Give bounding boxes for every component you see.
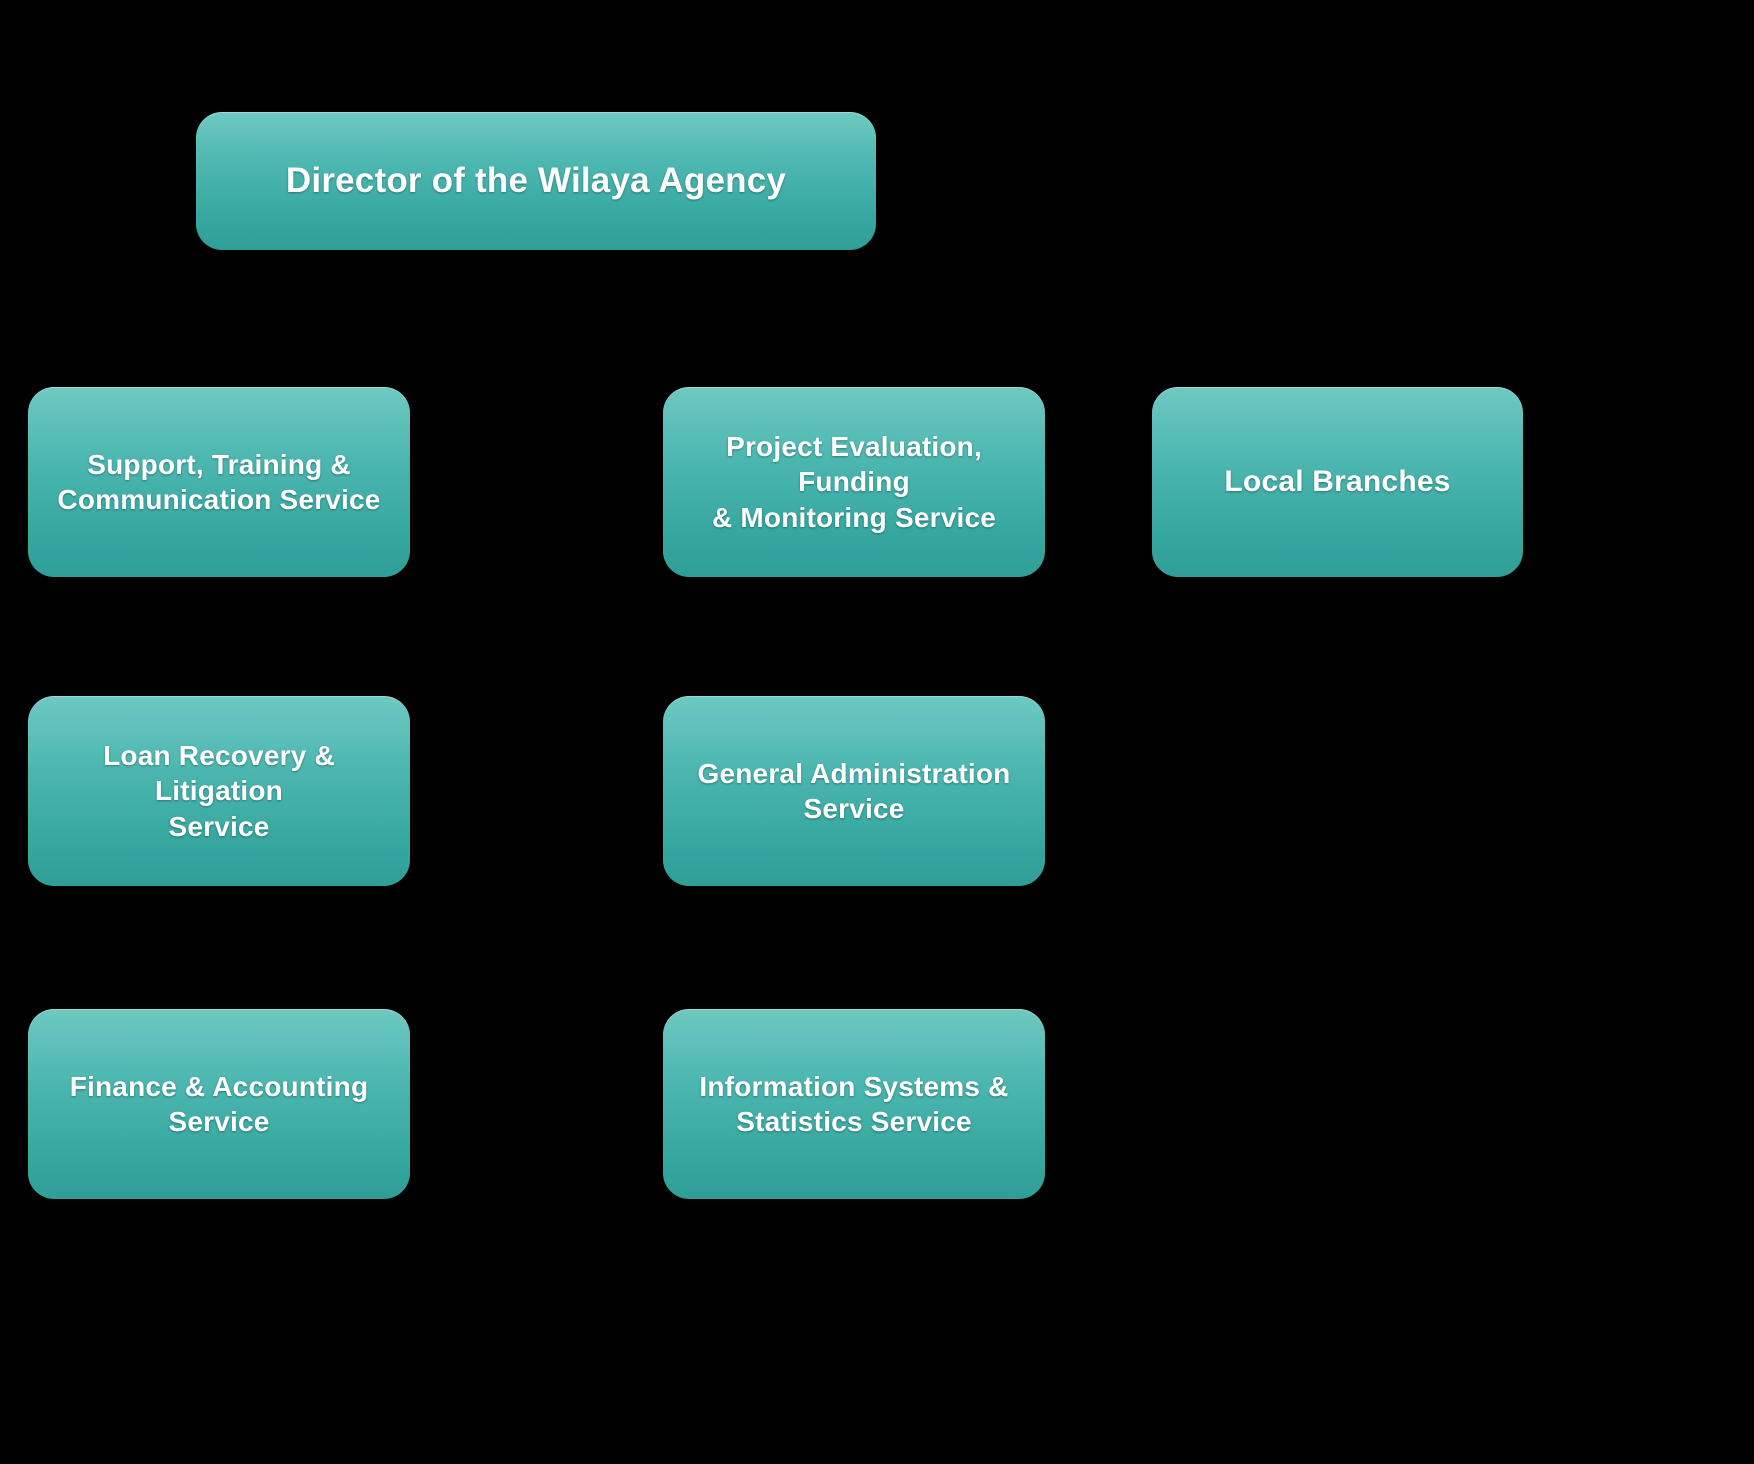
- node-loan-recovery-litigation-service[interactable]: Loan Recovery & Litigation Service: [28, 696, 410, 886]
- node-finance-accounting-service[interactable]: Finance & Accounting Service: [28, 1009, 410, 1199]
- node-label: Project Evaluation, Funding & Monitoring…: [711, 431, 997, 533]
- node-local-branches[interactable]: Local Branches: [1152, 387, 1523, 577]
- node-label: Director of the Wilaya Agency: [285, 160, 787, 200]
- node-label: Finance & Accounting Service: [69, 1070, 369, 1137]
- node-general-administration-service[interactable]: General Administration Service: [663, 696, 1045, 886]
- node-support-training-communication-service[interactable]: Support, Training & Communication Servic…: [28, 387, 410, 577]
- node-label: Local Branches: [1224, 465, 1451, 499]
- node-label: Information Systems & Statistics Service: [699, 1070, 1009, 1137]
- node-director-of-the-wilaya-agency[interactable]: Director of the Wilaya Agency: [196, 112, 876, 250]
- node-information-systems-statistics-service[interactable]: Information Systems & Statistics Service: [663, 1009, 1045, 1199]
- node-label: Loan Recovery & Litigation Service: [103, 740, 335, 842]
- node-label: General Administration Service: [697, 757, 1011, 824]
- node-project-evaluation-funding-monitoring-service[interactable]: Project Evaluation, Funding & Monitoring…: [663, 387, 1045, 577]
- node-label: Support, Training & Communication Servic…: [57, 448, 381, 515]
